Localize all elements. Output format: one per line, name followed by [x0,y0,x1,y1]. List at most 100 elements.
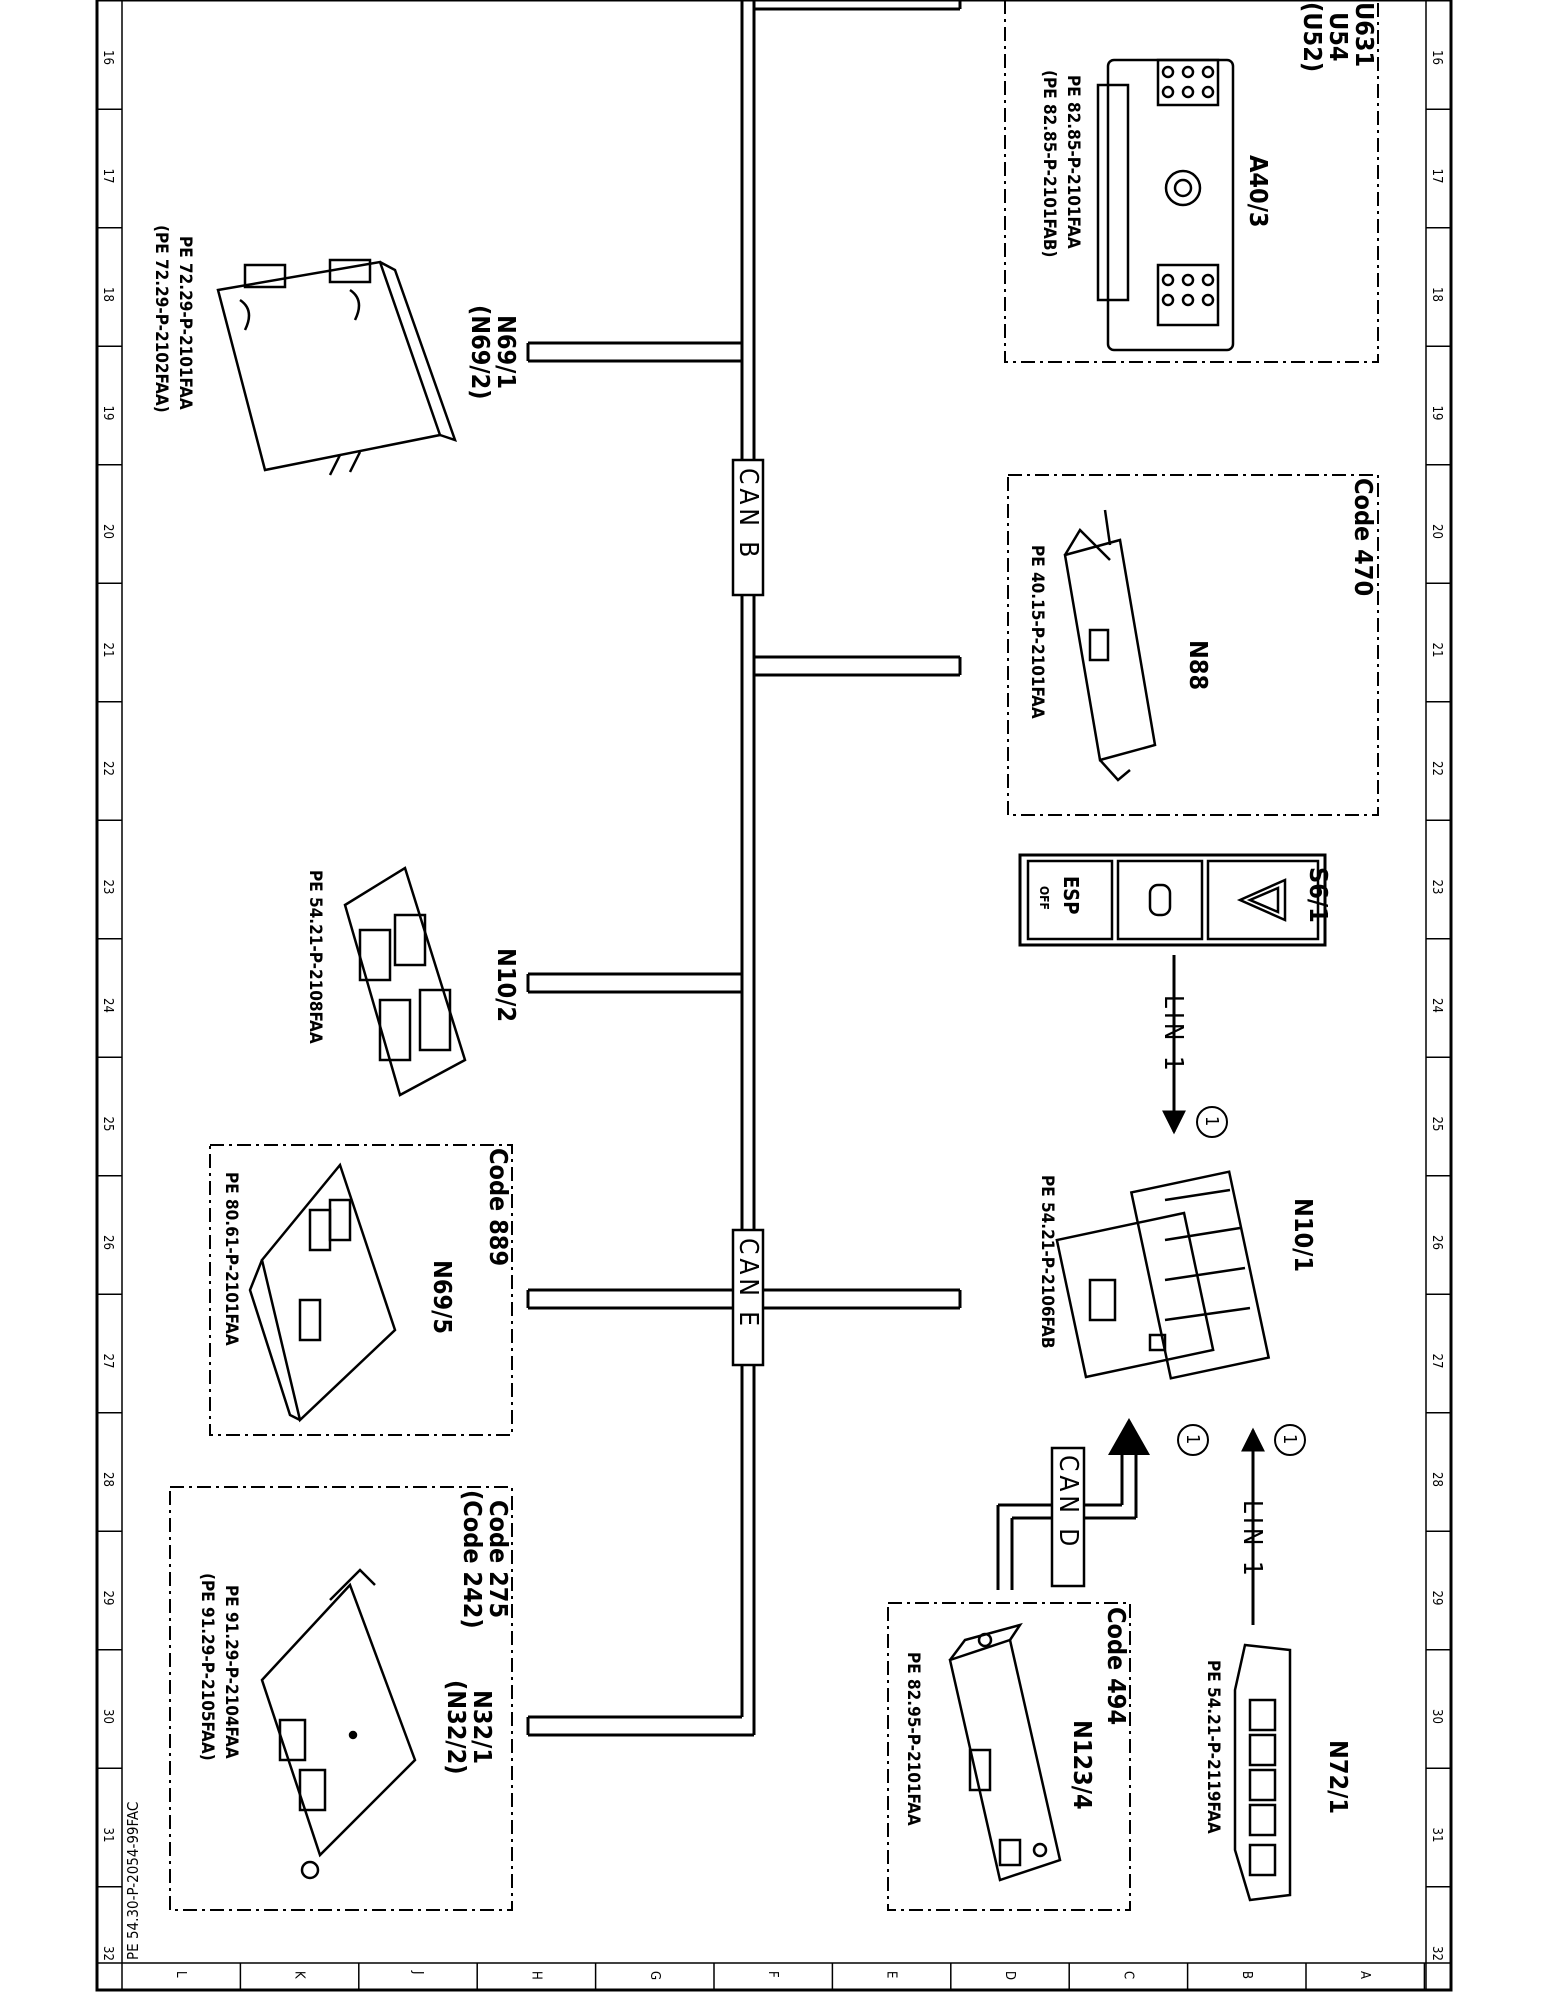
lin1-n72-marker: 1 [1274,1424,1306,1456]
can-d-marker-text: 1 [1182,1434,1203,1444]
a40-3-alt1: U631 [1350,2,1379,67]
can-d-marker: 1 [1177,1424,1209,1456]
a40-3-ref1: PE 82.85-P-2101FAA [1063,75,1083,249]
grid-column-label: 25 [1429,1117,1444,1132]
grid-column-label: 23 [100,880,115,895]
grid-column-label: 26 [1429,1235,1444,1250]
grid-column-label: 18 [100,287,115,302]
can-d-label: CAN D [1050,1446,1086,1588]
n32-1-code2: (Code 242) [458,1490,487,1629]
n69-1-id: N69/1 [492,315,521,389]
grid-column-label: 24 [1429,998,1444,1013]
n32-1-ref1: PE 91.29-P-2104FAA [221,1585,241,1759]
component-a40-3: A40/3 U631 U54 (U52) PE 82.85-P-2101FAA … [1004,0,1379,363]
component-n72-1: N72/1 PE 54.21-P-2119FAA [1203,1643,1353,1902]
grid-row-label: D [1002,1971,1017,1980]
grid-row-label: J [410,1970,425,1974]
s6-1-esp: ESP [1059,876,1083,914]
grid-column-label: 31 [100,1828,115,1843]
grid-column-label: 21 [100,643,115,658]
n69-1-ref1: PE 72.29-P-2101FAA [175,236,195,410]
n10-1-module-icon [1055,1170,1271,1380]
component-n10-2: N10/2 PE 54.21-P-2108FAA [305,866,521,1097]
can-b-label: CAN B [731,458,765,597]
can-d-text: CAN D [1053,1455,1083,1550]
hazard-warning-icon [1236,878,1287,922]
component-n32-1: Code 275 (Code 242) N32/1 (N32/2) PE 91.… [169,1486,513,1911]
grid-column-label: 16 [1429,50,1444,65]
grid-column-label: 18 [1429,287,1444,302]
component-n123-4: Code 494 N123/4 PE 82.95-P-2101FAA [887,1602,1131,1911]
component-s6-1: ESP OFF S6/1 [1018,853,1333,947]
sheet-frame [95,0,1453,1992]
n10-2-id: N10/2 [492,948,521,1022]
lin1-n72-marker-text: 1 [1279,1434,1300,1444]
lin1-s6-label: LIN 1 [1158,995,1188,1075]
component-n69-1: N69/1 (N69/2) PE 72.29-P-2101FAA (PE 72.… [151,225,521,476]
grid-column-label: 19 [1429,406,1444,421]
grid-column-label: 26 [100,1235,115,1250]
lin1-s6-marker: 1 [1196,1106,1228,1138]
lin1-n72-label: LIN 1 [1237,1500,1267,1580]
can-d-arrowhead [1108,1418,1150,1455]
n72-1-id: N72/1 [1324,1740,1353,1814]
grid-column-label: 29 [1429,1591,1444,1606]
n10-2-ref1: PE 54.21-P-2108FAA [305,870,325,1044]
n69-1-alt: (N69/2) [466,305,495,400]
can-e-text: CAN E [733,1238,763,1330]
grid-row-label: C [1120,1971,1135,1979]
n32-1-id: N32/1 [468,1690,497,1764]
grid-column-label: 16 [100,50,115,65]
grid-row-label: B [1239,1971,1254,1979]
n10-1-id: N10/1 [1289,1198,1318,1272]
grid-column-label: 17 [100,169,115,184]
a40-3-ref2: (PE 82.85-P-2101FAB) [1039,70,1059,258]
n88-ref1: PE 40.15-P-2101FAA [1027,545,1047,719]
grid-column-label: 32 [1429,1946,1444,1961]
n32-1-module-icon [260,1568,417,1880]
can-e-label: CAN E [731,1228,765,1367]
grid-column-label: 19 [100,406,115,421]
grid-row-label: K [292,1971,307,1979]
n88-code: Code 470 [1349,478,1378,596]
n69-5-module-icon [248,1162,397,1423]
grid-column-label: 32 [100,1946,115,1961]
n123-4-ref1: PE 82.95-P-2101FAA [903,1652,923,1826]
grid-row-label: E [884,1971,899,1978]
n10-2-module-icon [343,866,467,1097]
component-n69-5: Code 889 N69/5 PE 80.61-P-2101FAA [209,1144,513,1436]
document-code: PE 54.30-P-2054-99FAC [124,1802,142,1960]
grid-column-label: 28 [1429,1472,1444,1487]
grid-ticks [97,108,1451,2005]
grid-column-label: 27 [1429,1354,1444,1369]
a40-3-alt2: U54 [1324,12,1353,62]
grid-column-label: 20 [100,524,115,539]
n69-5-id: N69/5 [428,1260,457,1334]
n32-1-alt: (N32/2) [442,1680,471,1775]
grid-row-label: G [647,1971,662,1980]
grid-column-label: 22 [1429,761,1444,776]
n123-4-code: Code 494 [1102,1607,1131,1725]
grid-column-label: 22 [100,761,115,776]
grid-row-label: A [1357,1971,1372,1979]
can-b-text: CAN B [733,468,763,561]
grid-column-label: 21 [1429,643,1444,658]
a40-3-id: A40/3 [1244,155,1273,228]
n72-1-ref1: PE 54.21-P-2119FAA [1203,1660,1223,1834]
grid-column-label: 31 [1429,1828,1444,1843]
n69-5-ref1: PE 80.61-P-2101FAA [221,1172,241,1346]
lin1-s6-marker-text: 1 [1201,1116,1222,1126]
grid-column-label: 28 [100,1472,115,1487]
component-n88: Code 470 N88 PE 40.15-P-2101FAA [1007,474,1379,816]
bus-wiring [526,0,962,1737]
component-n10-1: N10/1 PE 54.21-P-2106FAB [1037,1170,1318,1380]
grid-column-label: 27 [100,1354,115,1369]
n69-1-ref2: (PE 72.29-P-2102FAA) [151,225,171,413]
s6-1-button-icon [1148,883,1172,917]
grid-column-label: 20 [1429,524,1444,539]
grid-column-label: 17 [1429,169,1444,184]
